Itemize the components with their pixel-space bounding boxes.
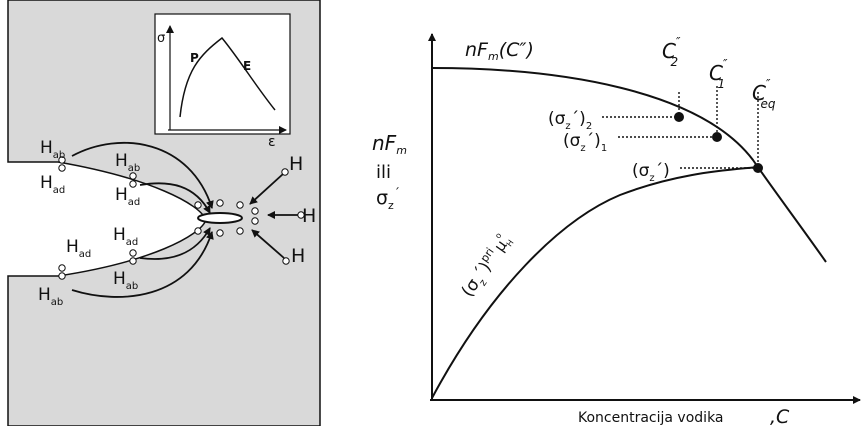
- hydrogen-atoms: [58, 156, 305, 280]
- path-top-inner: [139, 182, 211, 214]
- label-sigma-1: (σz´)1: [563, 131, 607, 154]
- path-bottom-inner: [139, 227, 211, 260]
- inset-peak-label: P: [190, 51, 199, 65]
- inset-x-axis-label: ε: [268, 134, 276, 150]
- label-ceq: C″eq: [752, 77, 776, 111]
- label-h-top-right: H: [289, 153, 303, 175]
- label-h-ad-top-mid: Had: [115, 185, 140, 208]
- curve-nfm: [431, 67, 827, 263]
- point-c1: [712, 132, 722, 142]
- path-h-top: [249, 173, 284, 205]
- label-sigma-2: (σz´)2: [548, 109, 592, 132]
- label-c1: C″1: [709, 57, 728, 91]
- label-h-ad-bottom-mid: Had: [113, 225, 138, 248]
- point-ceq: [753, 163, 763, 173]
- point-c2: [674, 112, 684, 122]
- label-h-ab-top-left: Hab: [40, 138, 65, 161]
- concentration-diagram: nFm(C″) C″2 C″1 C″eq (σz´)2 (σz´)1 (σz´)…: [372, 33, 861, 426]
- label-h-ad-top-left: Had: [40, 173, 65, 196]
- x-axis-label: Koncentracija vodika: [578, 410, 724, 426]
- path-top-outer: [71, 141, 214, 209]
- label-sigma-eq: (σz´): [632, 161, 670, 184]
- inset-decay-label: E: [243, 59, 251, 73]
- y-axis-label-ili: ili: [376, 162, 391, 183]
- label-h-ab-bottom-mid: Hab: [113, 269, 138, 292]
- y-axis-label-nfm: nFm: [372, 131, 407, 157]
- inset-box: [154, 13, 291, 135]
- hydrogen-trap: [197, 212, 243, 224]
- path-bottom-outer: [71, 231, 214, 298]
- inset-stress-curve: [179, 36, 276, 118]
- path-h-bottom: [251, 229, 285, 259]
- curve-sigma-z: [431, 166, 759, 399]
- y-axis-label-sigma: σz´: [376, 186, 400, 212]
- x-axis-symbol: ,C: [770, 406, 790, 426]
- curve-sigma-z-label: (σz´)priμHo: [456, 230, 517, 302]
- label-h-mid-right: H: [302, 205, 316, 227]
- label-h-ad-bottom-left: Had: [66, 237, 91, 260]
- label-h-ab-top-mid: Hab: [115, 151, 140, 174]
- crack-tip-diagram: σ ε P E: [7, 0, 321, 426]
- inset-y-axis-label: σ: [157, 31, 165, 46]
- label-h-bottom-right: H: [291, 245, 305, 267]
- label-c2: C″2: [662, 35, 681, 69]
- curve-nfm-label: nFm(C″): [465, 39, 534, 63]
- label-h-ab-bottom-left: Hab: [38, 285, 63, 308]
- diffusion-paths: [71, 141, 300, 298]
- guide-lines: [602, 86, 759, 169]
